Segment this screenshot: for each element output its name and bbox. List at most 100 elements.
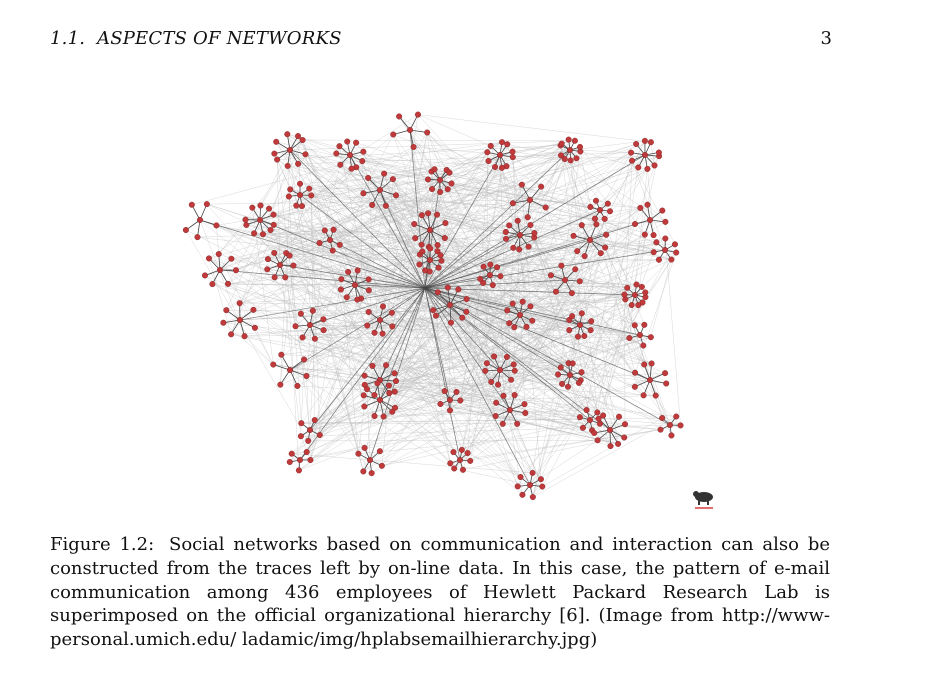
employee-node xyxy=(419,248,426,255)
email-edge xyxy=(218,205,261,255)
employee-node xyxy=(251,324,258,331)
email-edge xyxy=(483,266,642,288)
employee-node xyxy=(270,211,277,218)
employee-node xyxy=(485,157,492,164)
employee-node xyxy=(570,232,577,239)
email-edge xyxy=(427,212,643,303)
email-edge xyxy=(368,279,637,285)
employee-node xyxy=(484,149,491,156)
email-edge xyxy=(235,179,441,271)
employee-node xyxy=(434,289,441,296)
employee-node xyxy=(558,262,565,269)
employee-node xyxy=(517,231,524,238)
employee-node xyxy=(435,264,442,271)
employee-node xyxy=(601,215,608,222)
employee-node xyxy=(446,407,453,414)
employee-node xyxy=(360,392,367,399)
email-edge xyxy=(489,274,644,346)
email-edge xyxy=(314,301,523,339)
employee-node xyxy=(447,301,454,308)
employee-node xyxy=(641,321,648,328)
email-edge xyxy=(394,158,565,408)
email-edge xyxy=(513,337,630,365)
email-edge xyxy=(374,409,511,417)
employee-node xyxy=(228,331,235,338)
employee-node xyxy=(361,372,368,379)
employee-node xyxy=(364,386,371,393)
email-edge xyxy=(302,139,467,312)
email-edge xyxy=(368,279,542,480)
employee-node xyxy=(657,426,664,433)
employee-node xyxy=(360,148,367,155)
employee-node xyxy=(297,310,304,317)
employee-node xyxy=(447,319,454,326)
employee-node xyxy=(477,275,484,282)
email-edge xyxy=(254,233,416,239)
employee-node xyxy=(488,378,495,385)
pajek-logo-icon xyxy=(693,491,713,509)
email-edge xyxy=(289,211,611,463)
employee-node xyxy=(587,203,594,210)
employee-node xyxy=(441,235,448,242)
employee-node xyxy=(499,420,506,427)
employee-node xyxy=(591,215,598,222)
email-edge xyxy=(379,304,632,381)
employee-node xyxy=(587,236,594,243)
employee-node xyxy=(285,193,292,200)
email-edge xyxy=(445,154,501,224)
employee-node xyxy=(382,202,389,209)
employee-node xyxy=(494,264,501,271)
employee-node xyxy=(369,201,376,208)
employee-node xyxy=(220,319,227,326)
employee-node xyxy=(565,136,572,143)
email-edge xyxy=(581,287,628,373)
employee-node xyxy=(561,156,568,163)
employee-node xyxy=(659,207,666,214)
employee-node xyxy=(569,313,576,320)
email-edge xyxy=(545,207,644,396)
hierarchy-edge xyxy=(409,129,426,289)
employee-node xyxy=(492,164,499,171)
employee-node xyxy=(270,221,277,228)
email-edge xyxy=(532,269,576,321)
email-edge xyxy=(333,229,518,425)
employee-node xyxy=(655,256,662,263)
email-edge xyxy=(311,195,546,208)
email-edge xyxy=(287,134,383,334)
email-edge xyxy=(268,208,451,401)
employee-node xyxy=(511,324,518,331)
employee-node xyxy=(422,267,429,274)
employee-node xyxy=(320,316,327,323)
employee-node xyxy=(354,267,361,274)
employee-node xyxy=(647,377,654,384)
employee-node xyxy=(374,380,381,387)
employee-node xyxy=(607,443,614,450)
employee-node xyxy=(348,165,355,172)
employee-node xyxy=(648,360,655,367)
employee-node xyxy=(293,202,300,209)
email-edge xyxy=(508,323,511,411)
employee-node xyxy=(410,143,417,150)
employee-node xyxy=(333,150,340,157)
email-edge xyxy=(314,230,326,339)
employee-node xyxy=(622,421,629,428)
employee-node xyxy=(450,449,457,456)
email-edge xyxy=(308,303,513,442)
employee-node xyxy=(637,331,644,338)
employee-node xyxy=(518,181,525,188)
hierarchy-edge xyxy=(309,287,426,431)
employee-node xyxy=(376,448,383,455)
employee-node xyxy=(426,226,433,233)
employee-node xyxy=(594,409,601,416)
employee-node xyxy=(243,221,250,228)
hierarchy-edge xyxy=(199,219,426,289)
email-edge xyxy=(379,189,503,424)
employee-node xyxy=(345,268,352,275)
employee-node xyxy=(571,137,578,144)
employee-node xyxy=(615,440,622,447)
email-edge xyxy=(290,189,652,364)
employee-node xyxy=(303,449,310,456)
employee-node xyxy=(390,131,397,138)
section-title: ASPECTS OF NETWORKS xyxy=(97,28,342,49)
employee-node xyxy=(647,216,654,223)
